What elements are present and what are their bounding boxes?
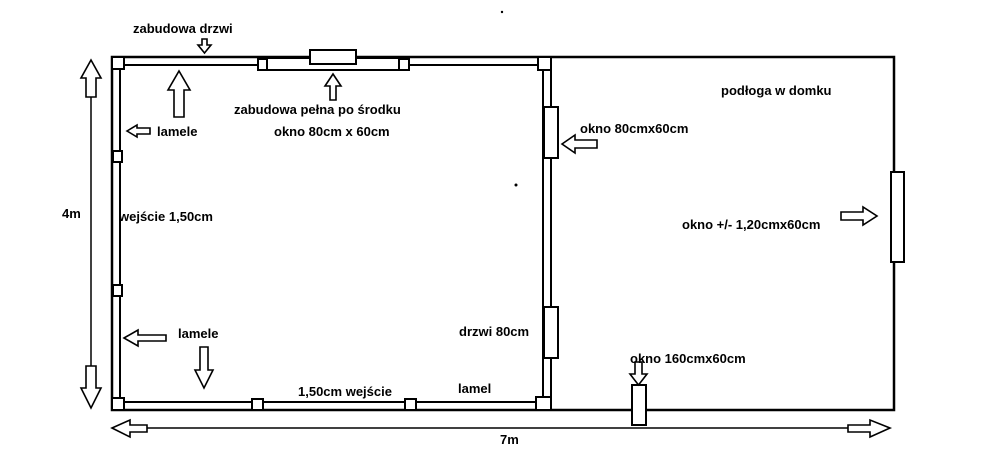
right-window [890,171,905,263]
corner-post [111,56,125,70]
up-arrow-icon [323,72,343,101]
wall-post [404,398,417,411]
partition-window [543,106,559,159]
label-slats-bottom: lamele [178,326,219,341]
left-arrow-icon [122,328,167,348]
label-door: drzwi 80cm [459,324,530,339]
label-window-bottom: okno 160cmx60cm [630,351,746,366]
wall-post [398,58,410,71]
corner-post [537,56,552,71]
label-height-dimension: 4m [62,206,81,221]
dimension-down-arrow-icon [79,365,103,410]
stray-dot [500,10,504,14]
label-window-partition: okno 80cmx60cm [580,121,689,136]
label-slat-bottom: lamel [458,381,492,396]
outer-wall [110,55,896,412]
left-arrow-icon [125,123,151,139]
label-entrance-left: wejście 1,50cm [119,209,213,224]
dimension-up-arrow-icon [79,58,103,98]
wall-post [251,398,264,411]
left-arrow-icon [560,133,598,155]
label-window-top: okno 80cm x 60cm [274,124,390,139]
wall-post [112,284,123,297]
dimension-right-arrow-icon [847,418,893,439]
down-arrow-icon [628,361,649,387]
top-window [309,49,357,65]
label-door-build: zabudowa drzwi [133,21,233,36]
corner-post [535,396,552,411]
wall-post [257,58,268,71]
bottom-window [631,384,647,426]
label-full-build: zabudowa pełna po środku [234,102,401,117]
down-arrow-icon [193,346,215,390]
corner-post [111,397,125,411]
partition-door [543,306,559,359]
wall-post [112,150,123,163]
stray-dot [514,183,518,187]
label-floor: podłoga w domku [721,83,832,98]
label-slats-top: lamele [157,124,198,139]
label-window-right: okno +/- 1,20cmx60cm [682,217,821,232]
right-arrow-icon [840,205,879,227]
up-arrow-icon [166,69,192,118]
label-entrance-bottom: 1,50cm wejście [298,384,392,399]
dimension-left-arrow-icon [110,418,148,439]
down-arrow-icon [196,38,213,55]
label-width-dimension: 7m [500,432,519,447]
